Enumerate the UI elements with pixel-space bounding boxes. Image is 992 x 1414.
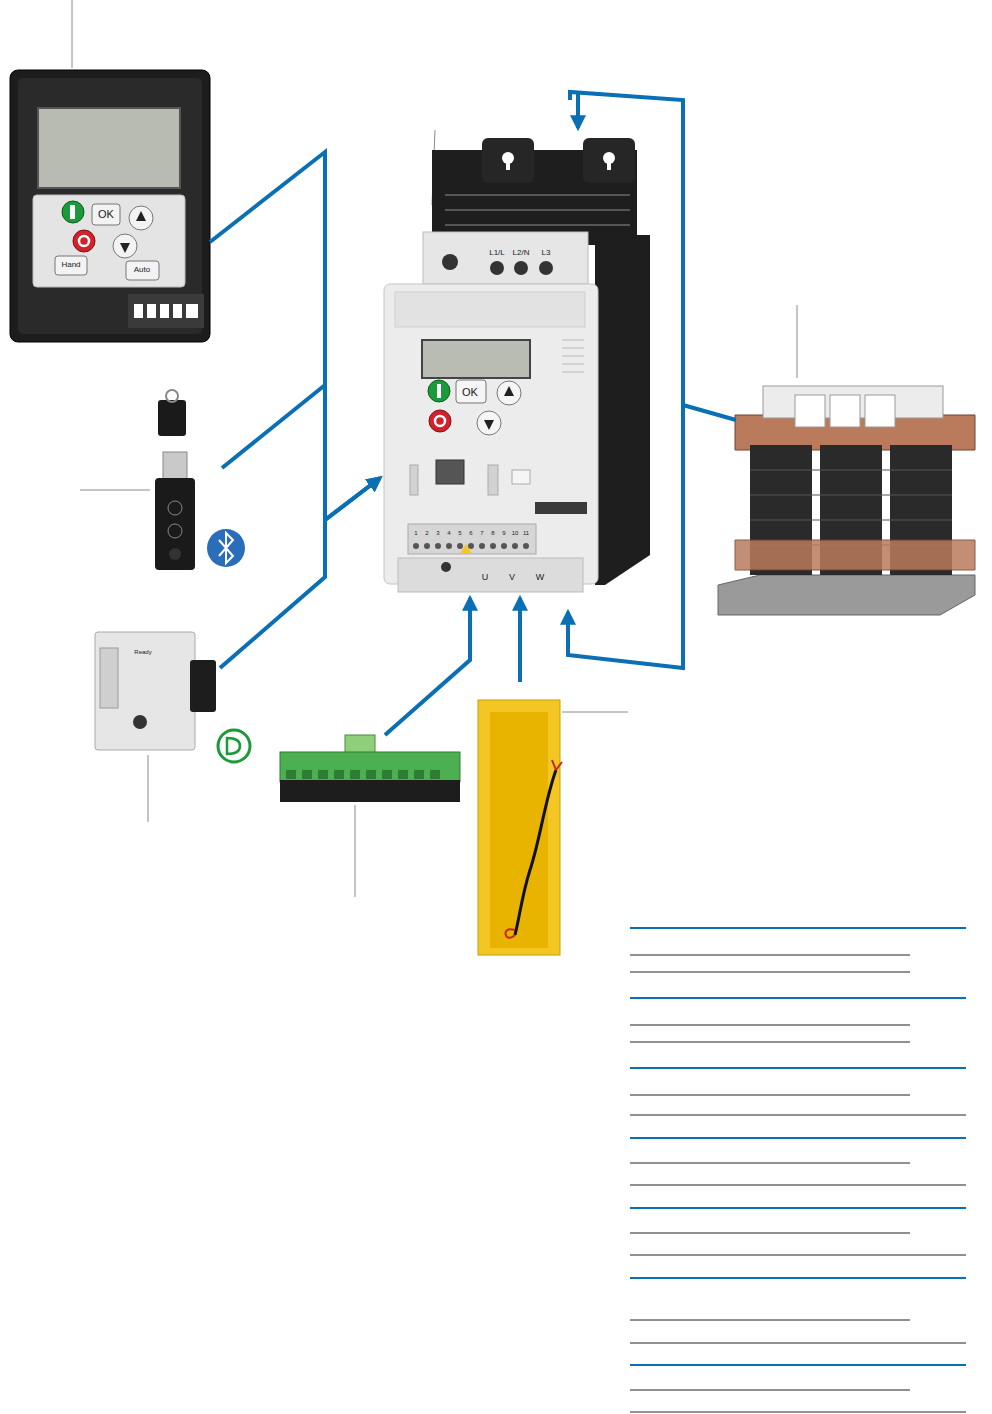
part-label: W — [536, 573, 545, 582]
terminal-card — [280, 735, 460, 802]
bluetooth-stick — [155, 390, 245, 570]
part-label: OK — [462, 387, 478, 398]
part-label: Auto — [134, 266, 150, 274]
connector-arrow — [220, 478, 380, 668]
table-rules — [630, 928, 966, 1412]
part-label: 3 — [436, 530, 439, 536]
line-reactor — [718, 386, 975, 615]
keypad-illustration — [10, 70, 210, 342]
communication-module: Ready — [95, 630, 220, 750]
part-label: U — [482, 573, 489, 582]
part-label: V — [509, 573, 515, 582]
braking-resistor — [478, 700, 562, 955]
part-label: 6 — [469, 530, 472, 536]
part-label: 7 — [480, 530, 483, 536]
drive-illustration — [384, 138, 650, 592]
part-label: L2/N — [513, 249, 530, 257]
part-label: 10 — [512, 530, 519, 536]
part-label: 1 — [414, 530, 417, 536]
part-label: 4 — [447, 530, 450, 536]
part-label: OK — [98, 209, 114, 220]
keypad: OK HandAuto — [10, 70, 210, 342]
part-label: L3 — [542, 249, 551, 257]
part-label: Hand — [61, 261, 80, 269]
part-label: Ready — [134, 649, 151, 655]
frequency-drive: L1/L L2/N L3OK 1 2 3 4 5 6 7 8 9 10 11U V W — [380, 140, 605, 600]
part-label: 9 — [502, 530, 505, 536]
part-label: 2 — [425, 530, 428, 536]
part-label: 11 — [523, 530, 529, 536]
part-label: L1/L — [489, 249, 505, 257]
part-label: 5 — [458, 530, 461, 536]
accessory-arrows — [222, 92, 736, 735]
connector-arrow — [210, 152, 380, 520]
communication-module — [95, 632, 250, 762]
part-label: 8 — [491, 530, 494, 536]
